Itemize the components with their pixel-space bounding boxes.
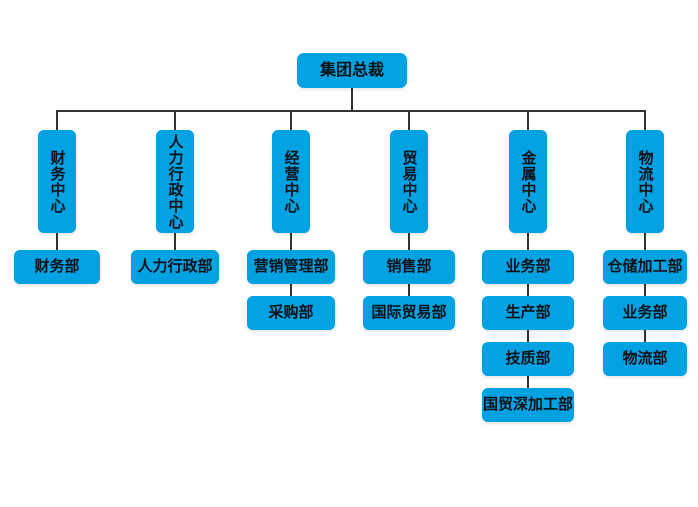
connector-line (527, 233, 529, 250)
org-node-label: 技质部 (505, 349, 551, 368)
connector-line (174, 233, 176, 250)
connector-line (290, 233, 292, 250)
org-node-label: 人力行政部 (137, 257, 213, 276)
connector-line (174, 110, 176, 130)
org-node-label: 财务中心 (48, 149, 67, 214)
connector-line (290, 110, 292, 130)
org-node-label: 业务部 (505, 257, 551, 276)
org-node-sales-dept: 销售部 (363, 250, 455, 284)
org-node-trade-center: 贸易中心 (390, 130, 428, 233)
connector-line (56, 233, 58, 250)
org-node-business-dept: 业务部 (482, 250, 574, 284)
org-node-label: 采购部 (268, 303, 314, 322)
org-node-metal-center: 金属中心 (509, 130, 547, 233)
org-node-label: 仓储加工部 (607, 257, 683, 276)
org-node-label: 物流中心 (636, 149, 655, 214)
org-node-label: 国际贸易部 (371, 303, 447, 322)
connector-line (408, 284, 410, 296)
org-node-production-dept: 生产部 (482, 296, 574, 330)
org-node-label: 营销管理部 (253, 257, 329, 276)
connector-line (644, 110, 646, 130)
org-node-label: 人力行政中心 (166, 133, 185, 230)
org-node-finance-center: 财务中心 (38, 130, 76, 233)
org-node-group-president: 集团总裁 (297, 53, 407, 88)
org-node-label: 销售部 (386, 257, 432, 276)
connector-line (56, 110, 58, 130)
org-node-operations-center: 经营中心 (272, 130, 310, 233)
org-node-purchasing-dept: 采购部 (247, 296, 335, 330)
org-node-label: 业务部 (622, 303, 668, 322)
org-node-label: 贸易中心 (400, 149, 419, 214)
org-node-hr-admin-center: 人力行政中心 (156, 130, 194, 233)
org-node-label: 金属中心 (519, 149, 538, 214)
org-node-label: 财务部 (34, 257, 80, 276)
org-node-label: 经营中心 (282, 149, 301, 214)
connector-line (527, 330, 529, 342)
connector-line (408, 233, 410, 250)
org-node-label: 生产部 (505, 303, 551, 322)
org-node-finance-dept: 财务部 (14, 250, 100, 284)
org-node-hr-admin-dept: 人力行政部 (131, 250, 219, 284)
connector-line (527, 376, 529, 388)
org-node-international-trade-dept: 国际贸易部 (363, 296, 455, 330)
org-node-logistics-center: 物流中心 (626, 130, 664, 233)
org-node-label: 国贸深加工部 (482, 395, 573, 414)
org-node-label: 集团总裁 (319, 60, 384, 80)
org-node-logistics-dept: 物流部 (603, 342, 687, 376)
connector-line (351, 88, 353, 112)
org-node-label: 物流部 (622, 349, 668, 368)
connector-line (408, 110, 410, 130)
org-node-tech-quality-dept: 技质部 (482, 342, 574, 376)
connector-line (56, 110, 646, 112)
connector-line (290, 284, 292, 296)
connector-line (644, 233, 646, 250)
connector-line (527, 110, 529, 130)
org-node-warehouse-processing-dept: 仓储加工部 (603, 250, 687, 284)
connector-line (644, 330, 646, 342)
org-node-intl-trade-deep-processing-dept: 国贸深加工部 (482, 388, 574, 422)
org-node-marketing-management-dept: 营销管理部 (247, 250, 335, 284)
org-node-business-dept: 业务部 (603, 296, 687, 330)
connector-line (527, 284, 529, 296)
connector-line (644, 284, 646, 296)
